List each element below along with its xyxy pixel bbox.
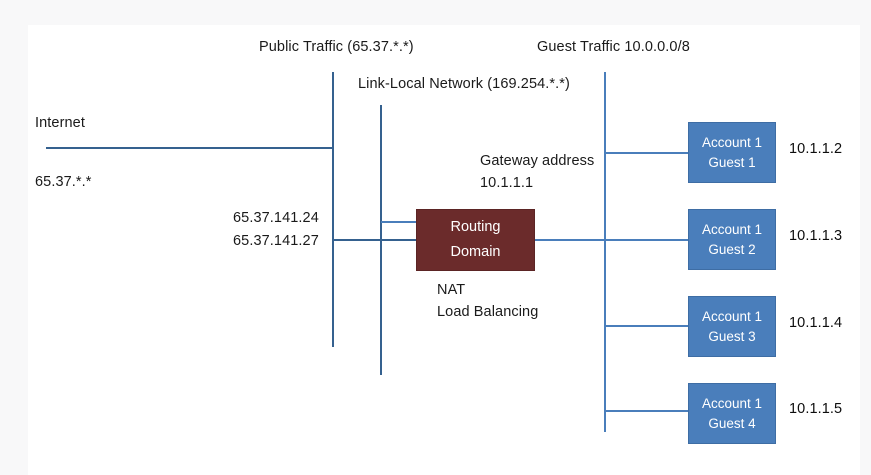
guest-2-box[interactable]: Account 1 Guest 2 xyxy=(688,209,776,270)
guest-4-line-2: Guest 4 xyxy=(708,415,756,431)
guest-1-line-2: Guest 1 xyxy=(708,154,756,170)
guest-1-ip-label: 10.1.1.2 xyxy=(789,141,843,157)
gateway-address-label: Gateway address xyxy=(480,153,595,169)
public-ip-1-label: 65.37.141.24 xyxy=(233,210,319,226)
routing-domain-box-line-1: Routing xyxy=(450,219,501,235)
public-traffic-label: Public Traffic (65.37.*.*) xyxy=(259,39,414,55)
guest-traffic-label: Guest Traffic 10.0.0.0/8 xyxy=(537,39,690,55)
guest-4-box[interactable]: Account 1 Guest 4 xyxy=(688,383,776,444)
link-local-label: Link-Local Network (169.254.*.*) xyxy=(358,76,570,92)
guest-2-line-2: Guest 2 xyxy=(708,241,756,257)
guest-3-ip-label: 10.1.1.4 xyxy=(789,315,843,331)
guest-4-ip-label: 10.1.1.5 xyxy=(789,401,843,417)
routing-domain-box-line-2: Domain xyxy=(450,244,501,260)
public-ip-2-label: 65.37.141.27 xyxy=(233,233,319,249)
nat-label: NAT xyxy=(437,282,466,298)
guest-3-line-1: Account 1 xyxy=(701,308,763,324)
public-subnet-label: 65.37.*.* xyxy=(35,174,92,190)
load-balancing-label: Load Balancing xyxy=(437,304,539,320)
guest-4-line-1: Account 1 xyxy=(701,395,763,411)
guest-1-line-1: Account 1 xyxy=(701,134,763,150)
guest-1-box[interactable]: Account 1 Guest 1 xyxy=(688,122,776,183)
guest-2-ip-label: 10.1.1.3 xyxy=(789,228,843,244)
guest-2-line-1: Account 1 xyxy=(701,221,763,237)
gateway-ip-label: 10.1.1.1 xyxy=(480,175,534,191)
internet-label: Internet xyxy=(35,115,85,131)
guest-3-box[interactable]: Account 1 Guest 3 xyxy=(688,296,776,357)
guest-3-line-2: Guest 3 xyxy=(708,328,756,344)
